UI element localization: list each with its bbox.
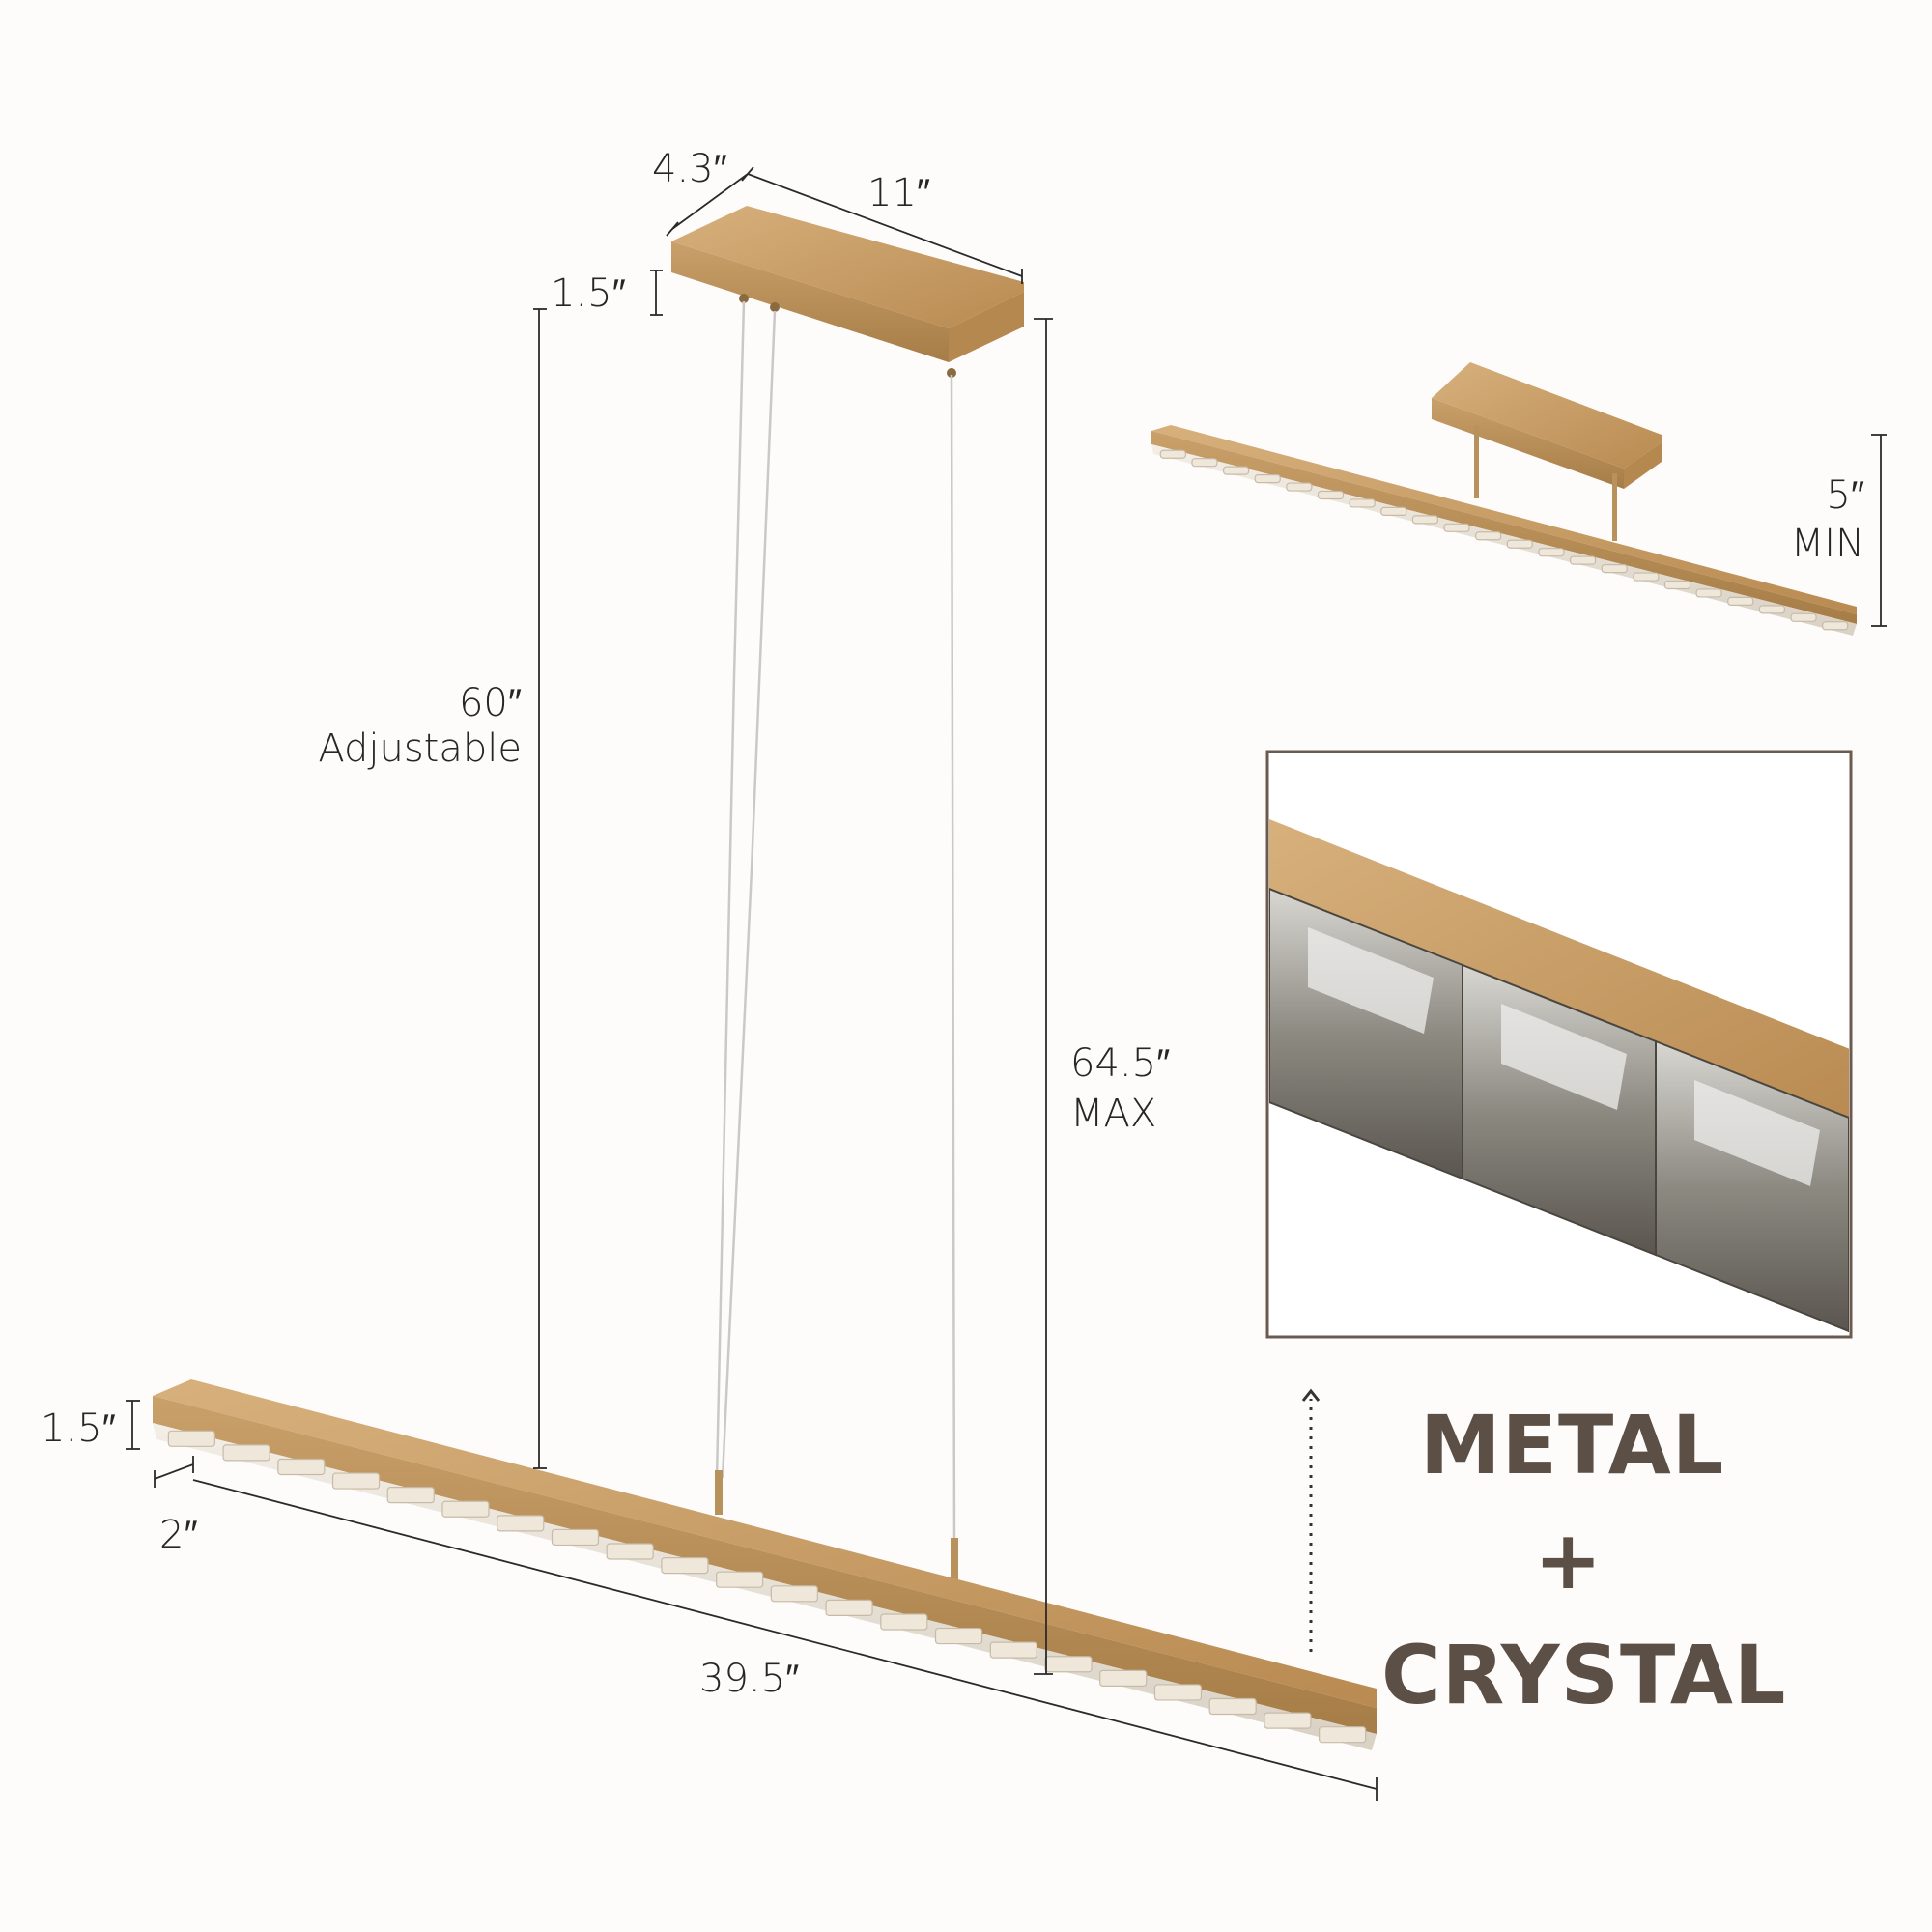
crystal-gem bbox=[1411, 515, 1439, 525]
crystal-gem bbox=[1695, 588, 1722, 598]
crystal-gem bbox=[441, 1500, 490, 1518]
canopy-depth-label: 4.3″ bbox=[652, 147, 727, 191]
crystal-gem bbox=[1153, 1684, 1203, 1701]
crystal-gem bbox=[1601, 563, 1628, 574]
bar-height-label: 1.5″ bbox=[41, 1406, 116, 1451]
crystal-highlight bbox=[1501, 1004, 1627, 1110]
crystal-gem bbox=[606, 1543, 654, 1560]
suspension-cables bbox=[715, 300, 956, 1547]
crystal-gem bbox=[1191, 458, 1218, 468]
crystal-gem bbox=[1208, 1697, 1257, 1716]
crystal-row bbox=[167, 1430, 1367, 1744]
material-metal-label: METAL bbox=[1420, 1398, 1725, 1492]
crystal-gem bbox=[1317, 490, 1345, 500]
crystal-gem bbox=[1443, 523, 1470, 532]
min-note-label: MIN bbox=[1790, 522, 1864, 566]
crystal-gem bbox=[1663, 580, 1691, 590]
overall-max-label: MAX bbox=[1070, 1092, 1157, 1136]
canopy-height-label: 1.5″ bbox=[551, 271, 626, 316]
crystal-gem bbox=[880, 1613, 928, 1631]
crystal-gem bbox=[661, 1557, 709, 1575]
crystal-gem bbox=[825, 1599, 873, 1616]
crystal-gem bbox=[1319, 1726, 1367, 1744]
dimension-lines bbox=[126, 166, 1887, 1801]
crystal-gem bbox=[1727, 596, 1754, 607]
material-crystal-label: CRYSTAL bbox=[1381, 1628, 1787, 1722]
min-height-view bbox=[1151, 362, 1857, 636]
material-plus-label: + bbox=[1534, 1513, 1604, 1607]
crystal-gem bbox=[1822, 621, 1849, 631]
crystal-gem bbox=[1286, 482, 1313, 492]
crystal-gem bbox=[1790, 612, 1817, 622]
crystal-gem bbox=[551, 1528, 600, 1547]
crystal-gem bbox=[1380, 506, 1407, 517]
main-fixture bbox=[153, 206, 1377, 1750]
crystal-highlight bbox=[1888, 1156, 1932, 1263]
crystal-gem bbox=[716, 1571, 764, 1588]
canopy-length-label: 11″ bbox=[867, 171, 931, 215]
crystal-gem bbox=[1254, 473, 1281, 484]
crystal-highlight bbox=[1694, 1080, 1820, 1186]
light-bar bbox=[153, 1379, 1377, 1750]
crystal-gem bbox=[1044, 1656, 1093, 1673]
crystal-gem bbox=[1349, 498, 1376, 508]
crystal-gem bbox=[1569, 555, 1597, 565]
crystal-closeup-gem bbox=[1848, 1116, 1849, 1333]
crystal-highlight bbox=[1308, 927, 1434, 1034]
crystal-gem bbox=[1633, 572, 1660, 582]
cable-adjustable-label: Adjustable bbox=[318, 726, 522, 771]
crystal-gem bbox=[497, 1515, 545, 1532]
crystal-gem bbox=[989, 1641, 1037, 1659]
crystal-gem bbox=[934, 1627, 983, 1645]
crystal-gem bbox=[222, 1444, 270, 1462]
crystal-detail-closeup bbox=[1265, 750, 1932, 1339]
cable-gripper bbox=[951, 1538, 958, 1582]
crystal-gem bbox=[770, 1585, 818, 1603]
cable-gripper bbox=[715, 1470, 723, 1515]
crystal-gem bbox=[1475, 531, 1502, 541]
crystal-gem bbox=[331, 1472, 381, 1490]
cable-length-label: 60″ bbox=[458, 681, 522, 725]
bar-length-label: 39.5″ bbox=[699, 1657, 800, 1701]
crystal-gem bbox=[1264, 1712, 1312, 1729]
crystal-gem bbox=[1222, 466, 1250, 475]
overall-height-label: 64.5″ bbox=[1070, 1041, 1171, 1086]
crystal-gem bbox=[1506, 539, 1533, 549]
ceiling-canopy bbox=[671, 206, 1024, 378]
dotted-arrow bbox=[1301, 1388, 1321, 1652]
crystal-gem bbox=[386, 1487, 435, 1504]
crystal-gem bbox=[1099, 1669, 1148, 1687]
crystal-gem bbox=[1758, 605, 1786, 614]
crystal-gem bbox=[277, 1458, 326, 1476]
crystal-gem bbox=[167, 1430, 215, 1447]
crystal-gem bbox=[1159, 449, 1186, 459]
bar-depth-label: 2″ bbox=[159, 1513, 198, 1557]
crystal-gem bbox=[1538, 548, 1565, 557]
min-height-label: 5″ bbox=[1826, 473, 1864, 518]
